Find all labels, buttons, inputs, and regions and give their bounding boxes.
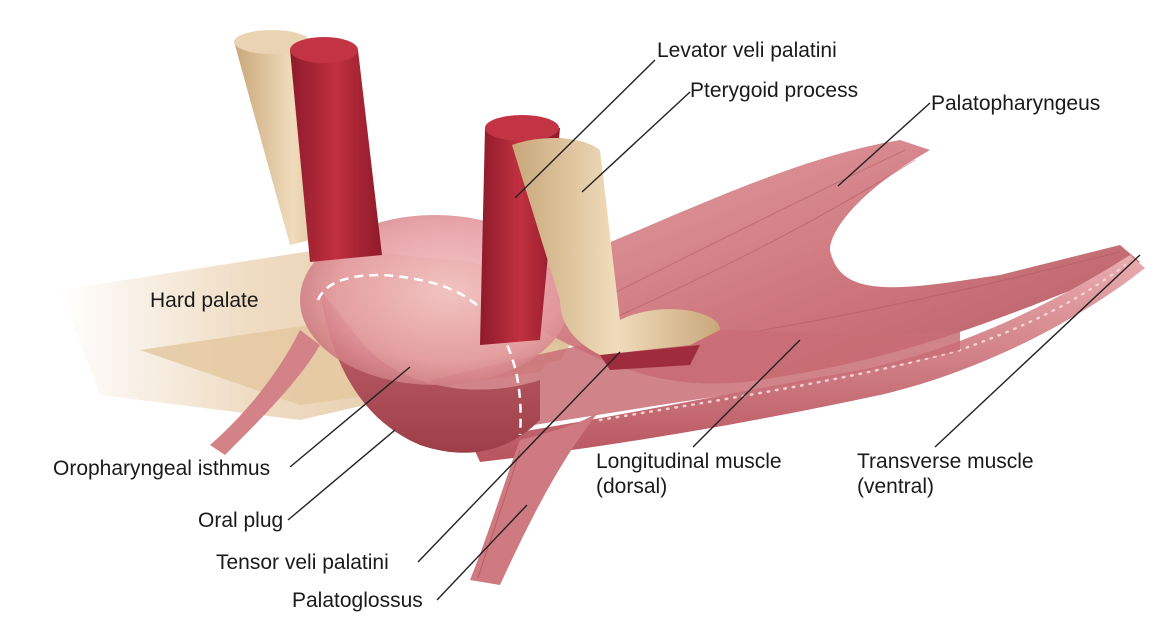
label-levator-veli-palatini: Levator veli palatini (657, 39, 837, 62)
leader-longitudinal (692, 339, 801, 448)
label-palatopharyngeus: Palatopharyngeus (931, 92, 1101, 115)
label-hard-palate: Hard palate (150, 289, 259, 312)
left-strand (210, 330, 320, 455)
label-transverse-muscle: Transverse muscle (ventral) (857, 449, 1034, 499)
oral-plug (320, 290, 540, 453)
leader-oropharyngeal (289, 366, 411, 468)
leader-lines (287, 59, 1141, 601)
leader-tensor (417, 351, 621, 563)
transverse-dots (598, 263, 1127, 422)
label-oral-plug: Oral plug (198, 509, 284, 532)
pterygoid-process (512, 138, 720, 355)
label-longitudinal-line2: (dorsal) (596, 475, 668, 498)
leader-oral-plug (287, 429, 396, 521)
levator-column-left (290, 50, 382, 262)
leader-palatopharyngeus (837, 102, 931, 187)
label-longitudinal-line1: Longitudinal muscle (596, 450, 782, 473)
oral-plug-outline (316, 273, 522, 436)
label-oropharyngeal-isthmus: Oropharyngeal isthmus (53, 457, 271, 480)
leader-levator (514, 59, 656, 199)
label-palatoglossus: Palatoglossus (292, 589, 423, 612)
label-transverse-line1: Transverse muscle (857, 450, 1034, 473)
label-transverse-line2: (ventral) (857, 475, 935, 498)
palatoglossus-strand (470, 410, 600, 585)
label-longitudinal-muscle: Longitudinal muscle (dorsal) (596, 449, 782, 499)
leader-transverse (934, 254, 1141, 448)
label-tensor-veli-palatini: Tensor veli palatini (216, 551, 389, 574)
label-pterygoid-process: Pterygoid process (690, 79, 859, 102)
leader-palatoglossus (436, 504, 528, 601)
leader-pterygoid (581, 91, 691, 193)
tensor-tendon (600, 345, 700, 370)
